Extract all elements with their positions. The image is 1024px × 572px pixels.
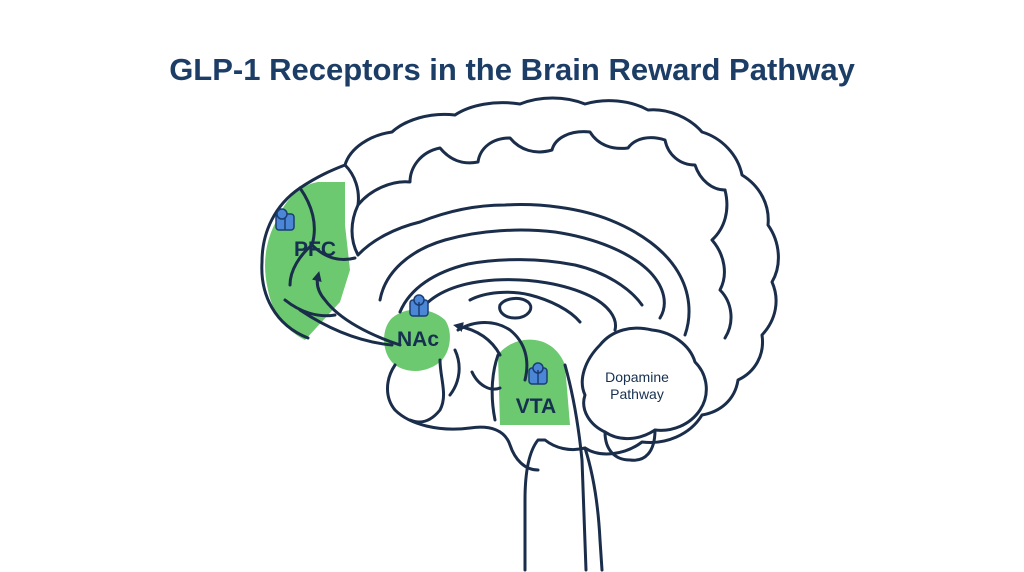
glp1-receptor-icon [528, 362, 548, 385]
corpus-callosum [423, 278, 618, 332]
gyrus-fold [710, 188, 733, 340]
corpus-callosum [398, 258, 644, 314]
hypothalamus [470, 370, 502, 391]
brainstem-line [563, 363, 588, 572]
inner-fold [448, 348, 461, 397]
inner-fold [408, 358, 446, 424]
inner-fold [456, 321, 529, 382]
cerebellum-fold [603, 428, 657, 462]
gyrus-fold [350, 203, 691, 337]
brainstem-line [490, 353, 500, 422]
gyrus-fold [310, 243, 357, 261]
pfc-label: PFC [294, 238, 336, 261]
nac-label: NAc [397, 328, 439, 351]
temporal-lobe [386, 363, 540, 472]
nac-region [384, 309, 450, 372]
vta-label: VTA [516, 395, 556, 418]
pathway-line [298, 308, 394, 347]
brainstem-outline [583, 446, 604, 572]
glp1-receptor-icon [275, 208, 295, 231]
cerebellum [580, 326, 708, 440]
arrow-icon [311, 271, 402, 347]
gyrus-fold [343, 130, 727, 207]
corpus-callosum [378, 228, 666, 320]
fornix [468, 290, 582, 324]
dopamine-pathway-label-line2: Pathway [610, 386, 664, 402]
glp1-receptor-icon [409, 294, 429, 317]
thalamus [498, 296, 533, 320]
brain-outline [260, 96, 780, 572]
arrow-icon [453, 322, 502, 357]
page-title: GLP-1 Receptors in the Brain Reward Path… [169, 52, 855, 87]
dopamine-pathway-label-line1: Dopamine [605, 369, 669, 385]
gyrus-fold [283, 298, 337, 318]
